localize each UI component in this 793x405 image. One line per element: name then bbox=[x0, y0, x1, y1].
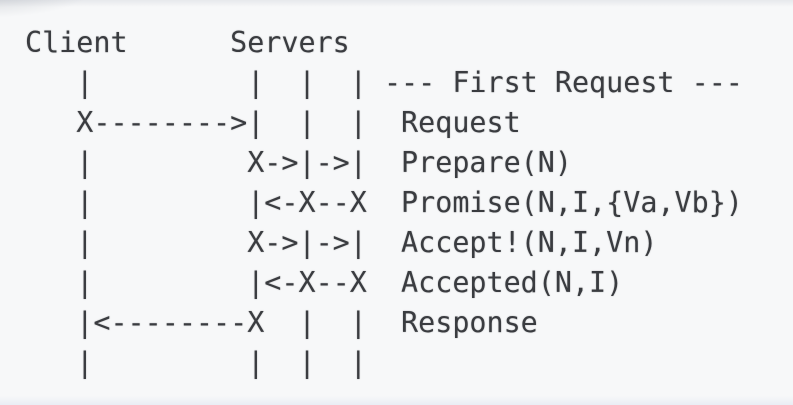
line-prepare: | X->|->| Prepare(N) bbox=[25, 146, 572, 179]
line-accept: | X->|->| Accept!(N,I,Vn) bbox=[25, 226, 658, 259]
line-section-first-request: | | | | --- First Request --- bbox=[25, 66, 743, 99]
line-accepted: | |<-X--X Accepted(N,I) bbox=[25, 266, 624, 299]
line-lifelines-trailing: | | | | bbox=[25, 346, 367, 379]
line-promise: | |<-X--X Promise(N,I,{Va,Vb}) bbox=[25, 186, 743, 219]
ascii-art-block: Client Servers | | | | --- First Request… bbox=[25, 23, 743, 383]
line-request: X-------->| | | Request bbox=[25, 106, 521, 139]
line-actors-header: Client Servers bbox=[25, 26, 350, 59]
line-response: |<--------X | | Response bbox=[25, 306, 538, 339]
